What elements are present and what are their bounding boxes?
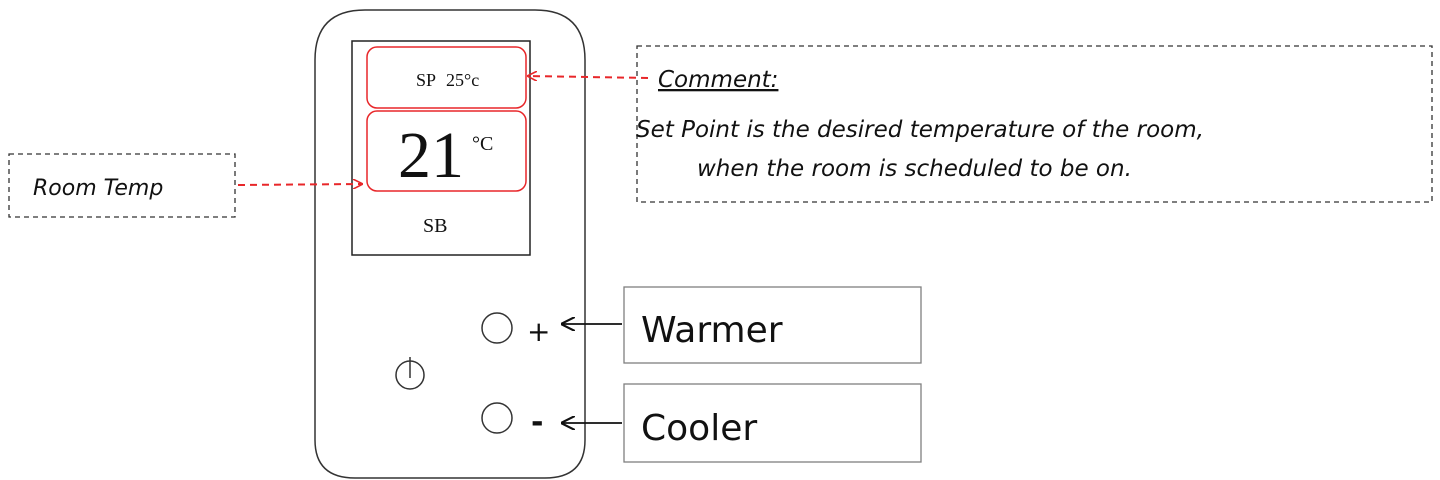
room-temp-highlight (366, 110, 527, 192)
warmer-label: Warmer (641, 310, 783, 351)
setpoint-arrow (528, 76, 649, 78)
cooler-button[interactable] (481, 402, 513, 434)
room-temp-unit: °C (472, 133, 493, 155)
room-temp-callout-text: Room Temp (33, 176, 163, 201)
display-screen (351, 40, 531, 256)
minus-symbol: - (531, 405, 543, 440)
room-temp-callout-box (8, 153, 236, 218)
room-temp-arrow (237, 184, 362, 185)
comment-line-2: when the room is scheduled to be on. (697, 156, 1132, 182)
setpoint-highlight (366, 46, 527, 109)
comment-callout-box (636, 45, 1433, 203)
warmer-button[interactable] (481, 312, 513, 344)
comment-title: Comment: (658, 67, 778, 93)
mode-label: SB (423, 215, 447, 237)
warmer-label-box (623, 286, 922, 364)
plus-symbol: + (527, 315, 550, 348)
cooler-label: Cooler (641, 408, 757, 449)
room-temp-value: 21 (398, 119, 464, 192)
power-icon[interactable] (395, 357, 425, 390)
comment-line-1: Set Point is the desired temperature of … (636, 117, 1204, 143)
setpoint-label: SP (416, 70, 436, 90)
setpoint-value: 25°c (446, 70, 479, 90)
cooler-label-box (623, 383, 922, 463)
